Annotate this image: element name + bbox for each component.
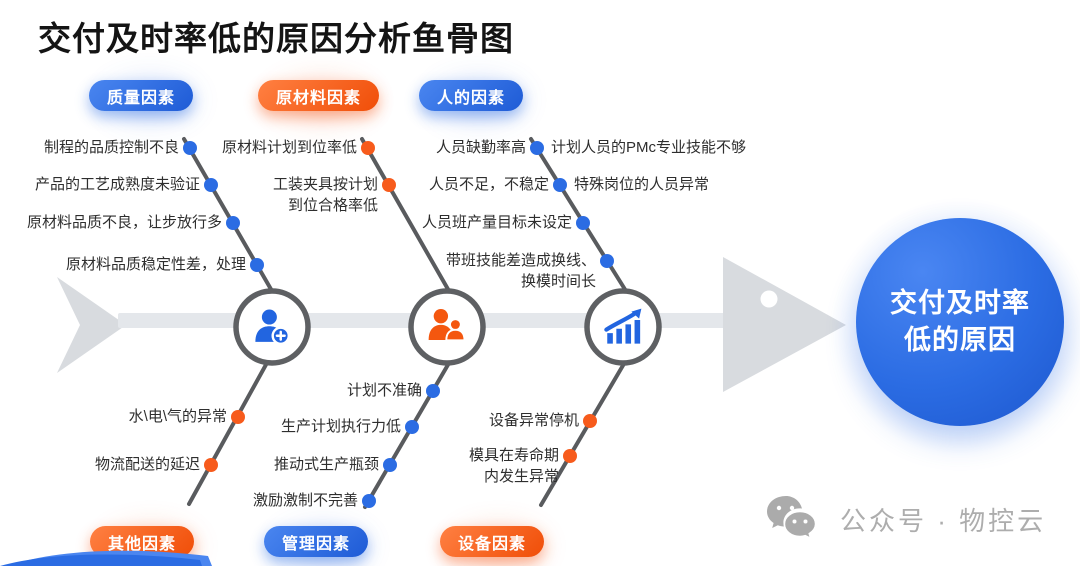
fish-head bbox=[723, 257, 846, 392]
cause-label: 模具在寿命期 内发生异常 bbox=[468, 447, 559, 485]
cause-dot bbox=[361, 141, 375, 155]
cause-dot bbox=[563, 449, 577, 463]
cause-label: 带班技能差造成换线、 换模时间长 bbox=[445, 252, 596, 290]
cause-dot bbox=[204, 458, 218, 472]
cause-label: 设备异常停机 bbox=[488, 412, 579, 429]
cause-dot bbox=[576, 216, 590, 230]
cause-label: 人员缺勤率高 bbox=[435, 139, 526, 156]
effect-text-line1: 交付及时率 bbox=[890, 288, 1030, 318]
cause-label: 水\电\气的异常 bbox=[128, 408, 227, 425]
cause-label: 原材料品质稳定性差，处理 bbox=[65, 256, 246, 273]
cause-label: 激励激制不完善 bbox=[252, 492, 358, 509]
cause-dot bbox=[250, 258, 264, 272]
category-pill-people: 人的因素 bbox=[419, 80, 524, 111]
cause-label: 工装夹具按计划 到位合格率低 bbox=[272, 176, 378, 214]
watermark-text: 公众号 · 物控云 bbox=[840, 505, 1047, 536]
team-icon bbox=[428, 308, 466, 342]
watermark: 公众号 · 物控云 bbox=[766, 494, 1046, 544]
cause-dot bbox=[530, 141, 544, 155]
effect-text-line2: 低的原因 bbox=[904, 325, 1016, 355]
category-pill-quality: 质量因素 bbox=[89, 80, 194, 111]
cause-dot bbox=[362, 494, 376, 508]
cause-label: 特殊岗位的人员异常 bbox=[574, 176, 710, 193]
trend-up-chart-icon bbox=[604, 308, 642, 344]
add-user-icon bbox=[255, 309, 291, 346]
cause-label: 人员不足，不稳定 bbox=[428, 176, 549, 193]
page-title: 交付及时率低的原因分析鱼骨图 bbox=[38, 20, 514, 57]
cause-dot bbox=[226, 216, 240, 230]
cause-label: 原材料计划到位率低 bbox=[221, 139, 357, 156]
fish-tail bbox=[57, 277, 126, 373]
wechat-icon bbox=[767, 496, 817, 540]
cause-dot bbox=[383, 458, 397, 472]
cause-label: 原材料品质不良，让步放行多 bbox=[26, 214, 222, 231]
bone-material bbox=[360, 137, 451, 293]
cause-dot bbox=[204, 178, 218, 192]
cause-dot bbox=[183, 141, 197, 155]
cause-dot bbox=[553, 178, 567, 192]
category-pill-material: 原材料因素 bbox=[258, 80, 380, 111]
cause-label: 产品的工艺成熟度未验证 bbox=[34, 176, 200, 193]
effect-node: 交付及时率 低的原因 bbox=[856, 218, 1064, 426]
cause-dot bbox=[382, 178, 396, 192]
fish-eye bbox=[760, 290, 778, 308]
cause-label: 人员班产量目标未设定 bbox=[421, 214, 572, 231]
cause-label: 推动式生产瓶颈 bbox=[273, 456, 379, 473]
category-pill-other: 其他因素 bbox=[90, 526, 195, 557]
bone-other bbox=[187, 359, 270, 506]
cause-dot bbox=[583, 414, 597, 428]
cause-dot bbox=[405, 420, 419, 434]
cause-label: 制程的品质控制不良 bbox=[43, 139, 179, 156]
bone-equipment bbox=[539, 360, 627, 507]
cause-label: 物流配送的延迟 bbox=[94, 456, 200, 473]
cause-label: 计划人员的PMc专业技能不够 bbox=[551, 139, 747, 156]
cause-dot bbox=[426, 384, 440, 398]
cause-label: 生产计划执行力低 bbox=[280, 418, 401, 435]
cause-label: 计划不准确 bbox=[346, 382, 422, 399]
cause-dot bbox=[231, 410, 245, 424]
cause-dot bbox=[600, 254, 614, 268]
category-pill-equipment: 设备因素 bbox=[440, 526, 545, 557]
category-pill-management: 管理因素 bbox=[264, 526, 369, 557]
